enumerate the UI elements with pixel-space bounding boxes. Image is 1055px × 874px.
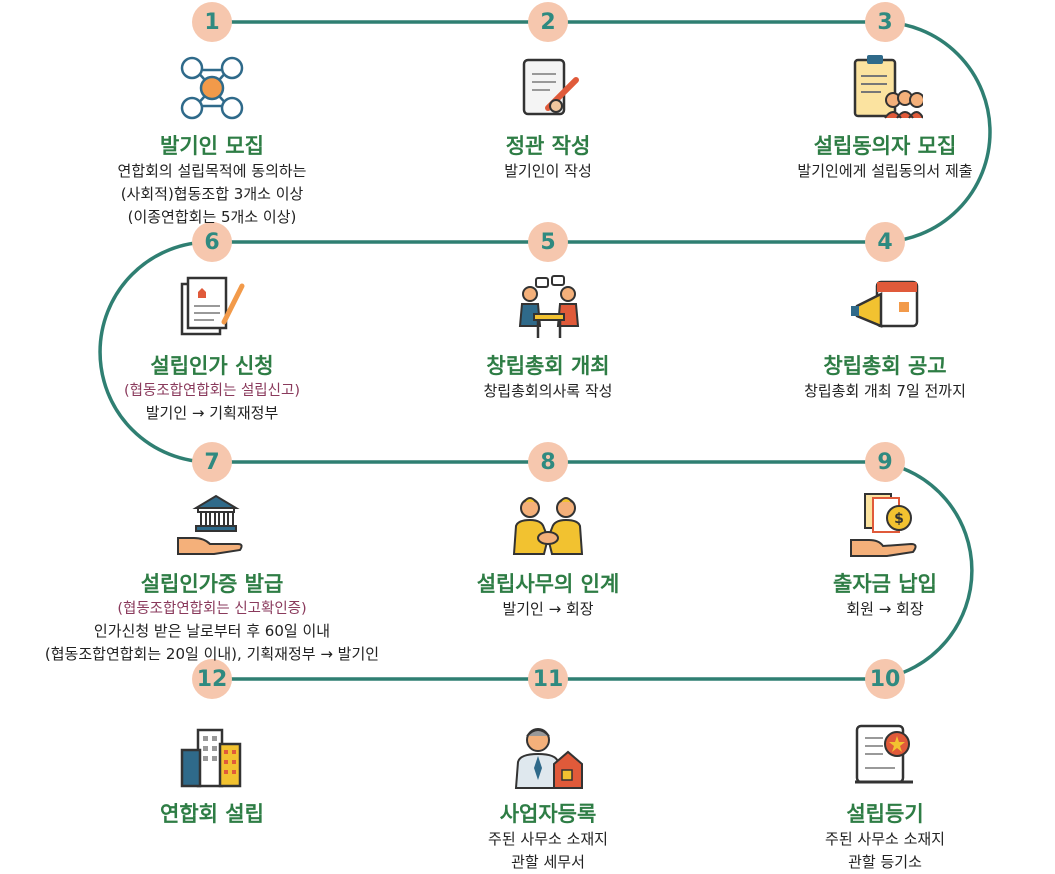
step-title: 설립인가 신청 — [150, 354, 274, 378]
megaphone-calendar-icon — [849, 280, 919, 328]
step-title: 설립인가증 발급 — [140, 572, 284, 596]
meeting-icon — [518, 274, 580, 340]
step-number-badge: 3 — [865, 2, 905, 42]
step-title: 연합회 설립 — [160, 802, 264, 826]
money-hand-icon — [850, 493, 917, 557]
step-title: 발기인 모집 — [160, 134, 264, 158]
step-title: 사업자등록 — [499, 802, 597, 826]
step-number-badge: 2 — [528, 2, 568, 42]
step-number-badge: 12 — [192, 659, 232, 699]
step-description-line: (사회적)협동조합 3개소 이상 — [120, 185, 304, 203]
step-description-line: 발기인 → 기획재정부 — [145, 404, 279, 422]
step-note: (협동조합연합회는 설립신고) — [123, 383, 300, 399]
step-title: 설립동의자 모집 — [813, 134, 957, 158]
step-title: 출자금 납입 — [833, 572, 937, 596]
step-number-badge: 1 — [192, 2, 232, 42]
step-description-line: 창립총회 개최 7일 전까지 — [804, 382, 966, 400]
step-number-badge: 10 — [865, 659, 905, 699]
step-6: 설립인가 신청 (협동조합연합회는 설립신고) 발기인 → 기획재정부 — [2, 270, 422, 425]
step-description-line: 인가신청 받은 날로부터 후 60일 이내 — [93, 622, 331, 640]
step-number-badge: 8 — [528, 442, 568, 482]
step-7: 설립인가증 발급 (협동조합연합회는 신고확인증) 인가신청 받은 날로부터 후 6… — [2, 488, 422, 666]
step-description-line: 연합회의 설립목적에 동의하는 — [117, 162, 307, 180]
step-number-badge: 7 — [192, 442, 232, 482]
step-description-line: (협동조합연합회는 20일 이내), 기획재정부 → 발기인 — [44, 645, 380, 663]
step-description-line: 주된 사무소 소재지 — [825, 830, 945, 848]
step-number-badge: 9 — [865, 442, 905, 482]
step-description-line: 주된 사무소 소재지 — [488, 830, 608, 848]
bank-hand-icon — [177, 495, 243, 555]
buildings-icon — [180, 728, 242, 788]
step-title: 창립총회 개최 — [486, 354, 610, 378]
step-description-line: 회원 → 회장 — [846, 600, 924, 618]
clipboard-group-icon — [853, 53, 923, 120]
step-title: 정관 작성 — [505, 134, 591, 158]
step-description-line: (이종연합회는 5개소 이상) — [127, 208, 297, 226]
step-12: 연합회 설립 — [2, 718, 422, 828]
step-title: 설립등기 — [846, 802, 924, 826]
step-description-line: 발기인 → 회장 — [502, 600, 594, 618]
step-number-badge: 4 — [865, 222, 905, 262]
step-number-badge: 5 — [528, 222, 568, 262]
step-description-line: 관할 등기소 — [848, 853, 922, 871]
handshake-icon — [513, 497, 583, 555]
step-description-line: 창립총회의사록 작성 — [483, 382, 613, 400]
people-network-icon — [180, 56, 244, 120]
certificate-scroll-icon — [853, 724, 915, 784]
document-pen-icon — [510, 50, 586, 126]
businessman-house-icon — [515, 728, 583, 789]
step-number-badge: 11 — [528, 659, 568, 699]
application-documents-icon — [174, 270, 250, 346]
step-number-badge: 6 — [192, 222, 232, 262]
step-title: 창립총회 공고 — [823, 354, 947, 378]
step-note: (협동조합연합회는 신고확인증) — [117, 601, 307, 617]
step-description-line: 발기인이 작성 — [504, 162, 592, 180]
step-description-line: 관할 세무서 — [511, 853, 585, 871]
step-title: 설립사무의 인계 — [476, 572, 620, 596]
step-description-line: 발기인에게 설립동의서 제출 — [797, 162, 973, 180]
